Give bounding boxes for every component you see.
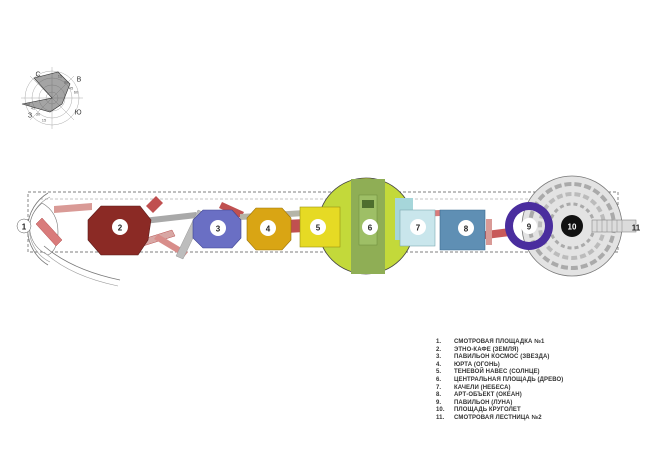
legend: 1. СМОТРОВАЯ ПЛОЩАДКА №1 2. ЭТНО-КАФЕ (ЗЕМ… (436, 339, 636, 423)
legend-text: ЦЕНТРАЛЬНАЯ ПЛОЩАДЬ (ДРЕВО) (454, 376, 564, 383)
wind-rose-south-label: Ю (74, 110, 81, 117)
wind-rose-scale-label: 15 (42, 118, 47, 123)
zone-markers: 1 2 3 4 5 6 7 8 (16, 218, 641, 236)
legend-text: ЭТНО-КАФЕ (ЗЕМЛЯ) (454, 346, 519, 353)
legend-item: 9. ПАВИЛЬОН (ЛУНА) (436, 400, 636, 408)
wind-rose-scale-label: 45 (69, 86, 74, 91)
wind-rose-scale-label: 60 (74, 90, 79, 95)
zone-number: 11 (632, 224, 641, 233)
walkway (486, 219, 492, 245)
walkway (143, 212, 197, 224)
wind-rose-shape (21, 71, 71, 113)
wind-rose-west-label: З (28, 113, 32, 120)
wind-rose-scale-label: 60 (26, 102, 31, 107)
zone-marker-1: 1 (16, 218, 32, 234)
zone-marker-7: 7 (410, 219, 426, 235)
zone-marker-8: 8 (458, 220, 474, 236)
legend-text: СМОТРОВАЯ ПЛОЩАДКА №1 (454, 339, 545, 345)
walkway (146, 196, 163, 213)
wind-rose-east-label: В (77, 77, 82, 84)
legend-item: 7. КАЧЕЛИ (НЕБЕСА) (436, 385, 636, 393)
stair-steps (596, 220, 623, 232)
zone-marker-9: 9 (521, 218, 537, 234)
legend-text: КАЧЕЛИ (НЕБЕСА) (454, 384, 511, 391)
zone-shapes (87, 202, 583, 256)
plaza-grid (362, 200, 374, 208)
zone-number: 2 (118, 224, 123, 233)
legend-number: 1. (436, 339, 442, 345)
legend-item: 3. ПАВИЛЬОН КОСМОС (ЗВЕЗДА) (436, 354, 636, 362)
zone-marker-11: 11 (632, 224, 641, 233)
legend-number: 5. (436, 369, 442, 376)
wind-rose-north-label: С (35, 72, 40, 79)
legend-item: 10. ПЛОЩАДЬ КРУГОЛЕТ (436, 407, 636, 415)
zone-number: 10 (568, 223, 577, 232)
zone-marker-5: 5 (310, 219, 326, 235)
legend-text: АРТ-ОБЪЕКТ (ОКЕАН) (454, 392, 522, 399)
wind-rose-scale-label: 30 (64, 80, 69, 85)
legend-item: 2. ЭТНО-КАФЕ (ЗЕМЛЯ) (436, 347, 636, 355)
zone-marker-6: 6 (362, 219, 378, 235)
zone-marker-3: 3 (210, 220, 226, 236)
zone-marker-4: 4 (260, 220, 276, 236)
legend-text: ТЕНЕВОЙ НАВЕС (СОЛНЦЕ) (454, 369, 540, 376)
zone-number: 3 (216, 225, 221, 234)
zone-number: 8 (464, 225, 469, 234)
legend-item: 8. АРТ-ОБЪЕКТ (ОКЕАН) (436, 392, 636, 400)
zone-marker-10: 10 (568, 223, 577, 232)
legend-text: СМОТРОВАЯ ЛЕСТНИЦА №2 (454, 414, 542, 421)
walkway (35, 217, 63, 247)
wind-rose-scale-label: 15 (58, 74, 63, 79)
legend-item: 6. ЦЕНТРАЛЬНАЯ ПЛОЩАДЬ (ДРЕВО) (436, 377, 636, 385)
legend-text: ПАВИЛЬОН (ЛУНА) (454, 399, 513, 406)
legend-text: ПАВИЛЬОН КОСМОС (ЗВЕЗДА) (454, 354, 550, 361)
legend-number: 4. (436, 361, 442, 368)
zone-number: 4 (266, 225, 271, 234)
legend-item: 4. ЮРТА (ОГОНЬ) (436, 362, 636, 370)
legend-number: 2. (436, 346, 442, 353)
zone-number: 9 (527, 223, 532, 232)
legend-item: 5. ТЕНЕВОЙ НАВЕС (СОЛНЦЕ) (436, 369, 636, 377)
legend-text: ЮРТА (ОГОНЬ) (454, 361, 500, 368)
zone-marker-2: 2 (112, 219, 128, 235)
legend-item: 11. СМОТРОВАЯ ЛЕСТНИЦА №2 (436, 415, 636, 423)
zone-number: 7 (416, 224, 421, 233)
legend-number: 10. (436, 407, 445, 414)
legend-item: 1. СМОТРОВАЯ ПЛОЩАДКА №1 (436, 339, 636, 347)
zone-number: 6 (368, 224, 373, 233)
walkway (54, 203, 92, 213)
zone-9-moon-pavilion (505, 202, 553, 250)
zone-number: 5 (316, 224, 321, 233)
legend-number: 7. (436, 384, 442, 391)
legend-text: ПЛОЩАДЬ КРУГОЛЕТ (454, 407, 521, 414)
wind-rose-scale-label: 45 (31, 106, 36, 111)
legend-number: 11. (436, 414, 445, 421)
legend-number: 6. (436, 376, 442, 383)
legend-number: 8. (436, 392, 442, 399)
zone-10-kruglet-center (561, 215, 583, 237)
legend-number: 3. (436, 354, 442, 361)
zone-number: 1 (22, 223, 27, 232)
legend-number: 9. (436, 399, 442, 406)
viewing-stair-2 (591, 219, 637, 233)
wind-rose-scale-label: 30 (36, 112, 41, 117)
